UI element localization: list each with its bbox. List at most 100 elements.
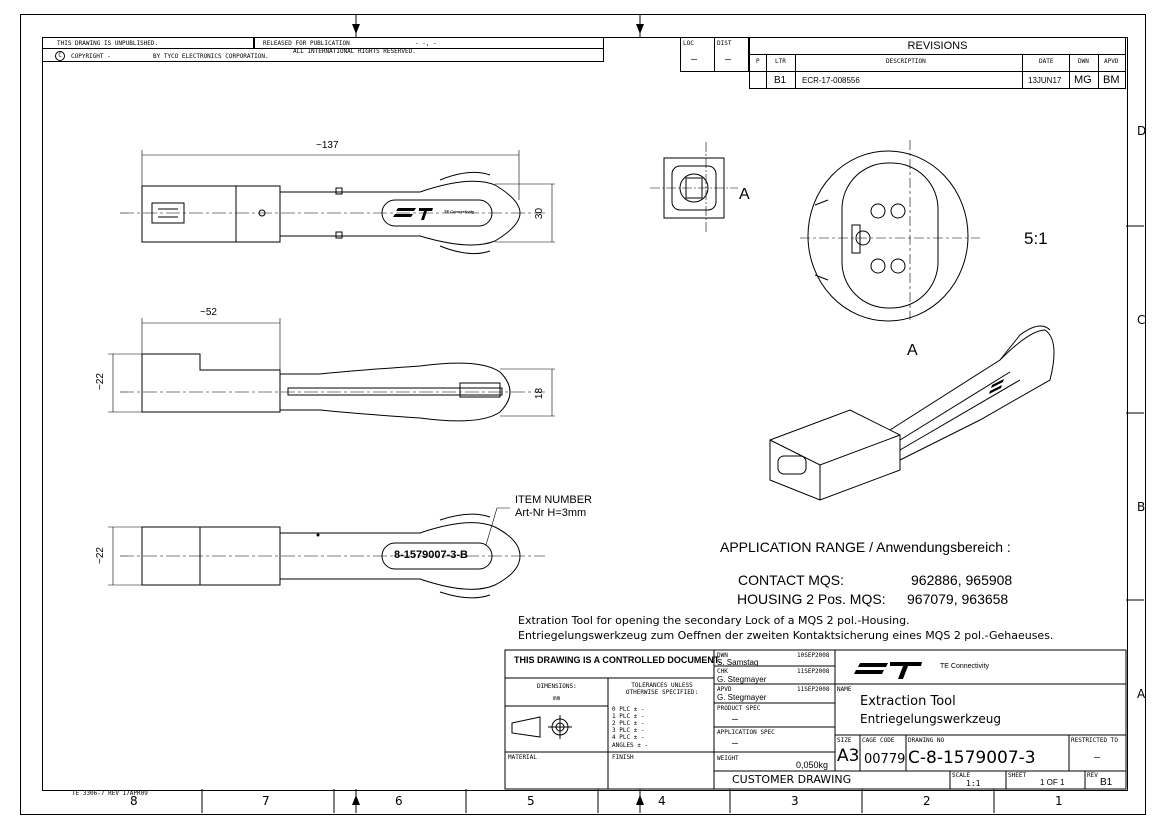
front-view [650,142,738,232]
rev-row-desc-text: ECR-17-008556 [802,76,860,85]
logo-small-text: TE Connectivity [444,209,475,214]
description-en: Extration Tool for opening the secondary… [518,614,910,627]
dist-cell: DIST — [714,37,749,72]
dimensions-label: DIMENSIONS: [537,683,577,690]
application-spec-label: APPLICATION SPEC [717,729,775,736]
loc-value: — [691,54,698,65]
tol-angles: ANGLES ± - [612,742,649,749]
dwn-name: S. Samstag [717,658,759,667]
view-a-label: A [739,186,750,203]
restricted-value: — [1094,752,1101,763]
application-title: APPLICATION RANGE / Anwendungsbereich : [720,539,1011,555]
zone-row-d: D [1137,124,1147,138]
dim-height-bot-left: ~22 [94,547,106,564]
tolerances-label: TOLERANCES UNLESS OTHERWISE SPECIFIED: [625,682,699,696]
chk-label: CHK [717,668,728,675]
part-marking: 8-1579007-3-B [394,549,468,561]
housing-label: HOUSING 2 Pos. MQS: [737,591,886,607]
weight-label: WEIGHT [717,755,739,762]
rev-col-ltr-label: LTR [775,58,786,65]
dwn-date: 10SEP2008 [797,652,830,659]
material-label: MATERIAL [508,754,537,761]
tol-plc1: 1 PLC ± - [612,713,645,720]
rev-value-tb: B1 [1100,777,1113,788]
rev-col-apvd-label: APVD [1104,58,1119,65]
item-number-label: ITEM NUMBER [515,494,592,506]
outer-border [20,14,1146,815]
item-number-sub: Art-Nr H=3mm [515,507,587,519]
released-text: RELEASED FOR PUBLICATION [263,40,350,47]
te-logo-top [393,208,433,220]
rev-row-apvd-text: BM [1103,74,1120,86]
rev-col-p-label: P [756,58,760,65]
weight-value: 0,050kg [796,760,829,770]
dimensions-unit: mm [553,695,561,702]
rev-col-date-label: DATE [1039,58,1054,65]
tol-plc0: 0 PLC ± - [612,706,645,713]
apvd-date: 11SEP2008 [797,686,830,693]
top-view [120,150,555,255]
rev-row-date-text: 13JUN17 [1028,76,1062,85]
copyright-text: COPYRIGHT - [71,53,111,60]
dim-length-top: ~137 [316,140,339,151]
zone-col-4: 4 [658,794,666,808]
tol-plc2: 2 PLC ± - [612,720,645,727]
zone-col-3: 3 [791,794,799,808]
released-value: - -, - [415,40,437,47]
view-a-iso-label: A [907,342,918,359]
product-spec-value: — [732,714,739,725]
contact-values: 962886, 965908 [911,572,1013,588]
loc-label: LOC [683,40,694,47]
by-text: BY TYCO ELECTRONICS CORPORATION. [153,53,269,60]
dist-value: — [725,54,732,65]
description-de: Entriegelungswerkzeug zum Oeffnen der zw… [518,629,1054,642]
rev-row-apvd: BM [1098,71,1126,89]
dim-height-top: 30 [534,207,546,220]
rights-text: ALL INTERNATIONAL RIGHTS RESERVED. [293,48,416,55]
dwn-label: DWN [717,652,728,659]
dim-length-mid: ~52 [200,307,217,318]
housing-values: 967079, 963658 [907,591,1009,607]
controlled-doc: THIS DRAWING IS A CONTROLLED DOCUMENT. [514,655,721,665]
zone-col-6: 6 [395,794,403,808]
zone-row-a: A [1137,687,1146,701]
apvd-label: APVD [717,686,732,693]
unpublished-text: THIS DRAWING IS UNPUBLISHED. [57,40,159,47]
scale-label-tb: SCALE [952,772,971,779]
drawing-no-label: DRAWING NO [908,737,945,744]
tol-plc4: 4 PLC ± - [612,734,645,741]
size-value: A3 [837,746,860,766]
te-logo-titleblock [854,662,922,679]
zone-col-7: 7 [262,794,270,808]
name-en: Extraction Tool [860,694,956,709]
revisions-title: REVISIONS [907,40,968,52]
name-label: NAME [837,686,852,693]
size-label: SIZE [837,737,852,744]
restricted-label: RESTRICTED TO [1071,737,1118,744]
bottom-view [108,507,545,599]
finish-label: FINISH [612,754,634,761]
dim-height-mid-right: 18 [534,387,546,400]
cage-value: 00779 [864,752,906,767]
dim-height-mid-left: ~22 [94,373,106,390]
zone-col-5: 5 [527,794,535,808]
chk-name: G. Stegmayer [717,675,767,684]
chk-date: 11SEP2008 [797,668,830,675]
scale-value: 1:1 [966,779,981,788]
te-logo-iso [989,379,1004,394]
rev-label-tb: REV [1087,772,1098,779]
zone-col-1: 1 [1055,794,1063,808]
rev-col-dwn-label: DWN [1078,58,1089,65]
side-view [108,318,555,422]
drawing-number: C-8-1579007-3 [908,748,1036,768]
sheet-value: 1 OF 1 [1040,778,1065,787]
contact-label: CONTACT MQS: [738,572,845,588]
application-spec-value: — [732,738,739,749]
product-spec-label: PRODUCT SPEC [717,705,761,712]
customer-drawing: CUSTOMER DRAWING [732,773,852,786]
tol-plc3: 3 PLC ± - [612,727,645,734]
form-number: TE 3306-7 REV 17APR09 [72,790,148,797]
zone-row-c: C [1137,313,1146,327]
iso-view [769,325,1055,501]
